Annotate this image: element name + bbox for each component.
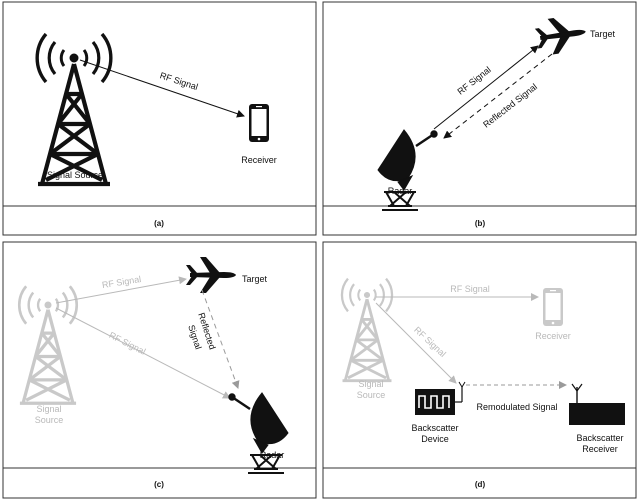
reflected-signal-arrow	[443, 53, 553, 139]
radar-label: Radar	[260, 450, 285, 460]
panel-a-caption: (a)	[154, 219, 164, 228]
panel-b-caption: (b)	[475, 219, 486, 228]
panel-a: (a) Signal Source RF Signal Receiver	[2, 1, 317, 236]
device-label-line2: Device	[421, 434, 449, 444]
panel-c-caption: (c)	[154, 480, 164, 489]
source-label-line2: Source	[35, 415, 64, 425]
source-label-line2: Source	[357, 390, 386, 400]
bs-receiver-label-line2: Receiver	[582, 444, 618, 454]
bs-receiver-label-line1: Backscatter	[576, 433, 623, 443]
panel-b: (b) Target RF Signal Reflected Signal Ra…	[322, 1, 637, 236]
source-label-line1: Signal	[36, 404, 61, 414]
target-label: Target	[242, 274, 268, 284]
source-label-line1: Signal	[358, 379, 383, 389]
rf-signal-arrow	[433, 45, 539, 130]
backscatter-device-icon	[415, 381, 466, 415]
rf-signal-to-receiver-label: RF Signal	[450, 284, 490, 294]
smartphone-icon	[249, 104, 269, 142]
panel-c: (c) Signal Source RF Signal RF Signal Ta…	[2, 241, 317, 499]
panel-b-frame	[322, 1, 637, 236]
radar-label: Radar	[388, 186, 413, 196]
remodulated-signal-label: Remodulated Signal	[476, 402, 557, 412]
panel-d-frame	[322, 241, 637, 499]
device-label-line1: Backscatter	[411, 423, 458, 433]
rf-signal-to-target-arrow	[55, 276, 187, 304]
smartphone-icon	[543, 288, 563, 326]
tower-label: Signal Source	[47, 170, 103, 180]
target-label: Target	[590, 29, 616, 39]
rf-signal-to-device-arrow	[375, 302, 457, 384]
panel-d: (d) Signal Source RF Signal Receiver RF …	[322, 241, 637, 499]
rf-signal-arrow	[79, 59, 245, 118]
rf-signal-to-radar-arrow	[55, 307, 231, 399]
panel-a-frame	[2, 1, 317, 236]
backscatter-receiver-icon	[569, 383, 625, 425]
panel-d-caption: (d)	[475, 480, 486, 489]
receiver-label: Receiver	[241, 155, 277, 165]
receiver-label: Receiver	[535, 331, 571, 341]
